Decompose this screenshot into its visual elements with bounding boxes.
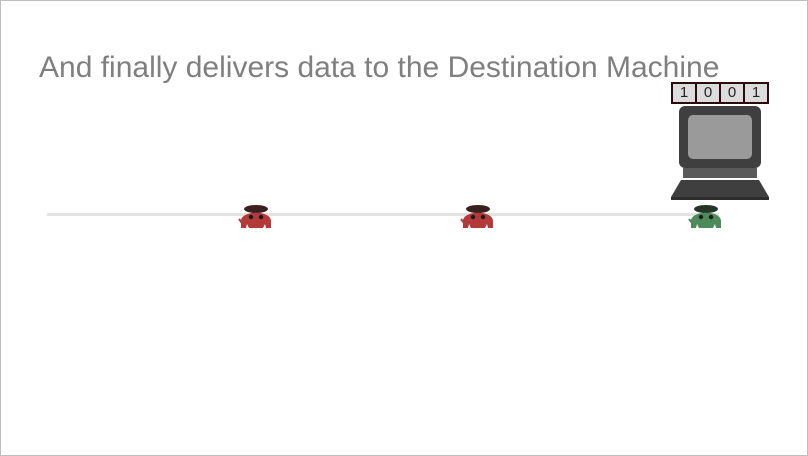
data-bit: 1 [751, 84, 761, 101]
slide-title: And finally delivers data to the Destina… [39, 51, 720, 84]
data-bit: 0 [721, 84, 745, 102]
network-wire [47, 213, 719, 216]
data-packet: 1 0 0 1 [671, 82, 769, 104]
router-critter-icon [460, 205, 493, 228]
data-bit: 0 [697, 84, 721, 102]
router-critter-icon [238, 205, 271, 228]
destination-critter-icon [688, 205, 721, 228]
data-bit: 1 [673, 84, 697, 102]
destination-computer-icon [671, 106, 769, 200]
